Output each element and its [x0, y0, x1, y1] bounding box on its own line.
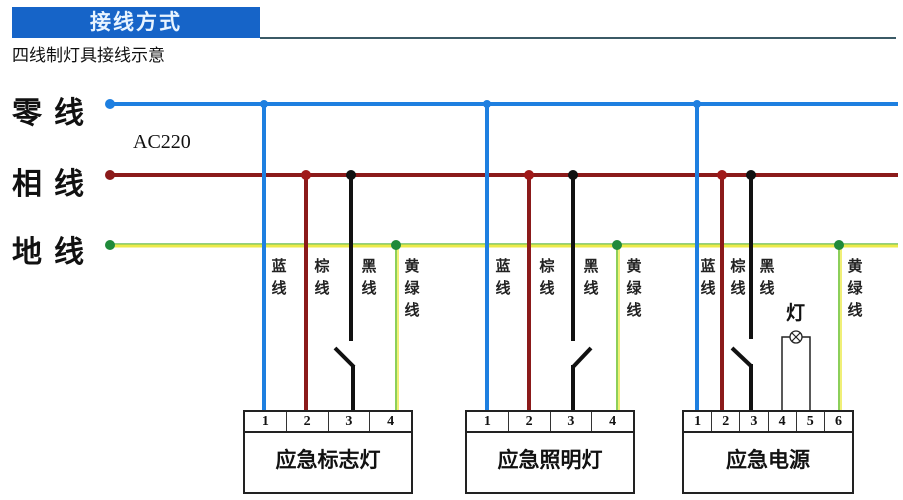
terminal-2: 2 [287, 412, 329, 431]
black-wire-label: 黑线 [361, 257, 377, 297]
blue-wire-label: 蓝线 [700, 257, 716, 297]
terminal-2: 2 [712, 412, 741, 431]
lamp-label: 灯 [786, 302, 806, 324]
device-emergency-sign-light: 1 2 3 4 应急标志灯 [243, 410, 413, 494]
black-wire-label: 黑线 [583, 257, 599, 297]
terminal-3: 3 [329, 412, 371, 431]
terminal-1: 1 [467, 412, 509, 431]
terminal-4: 4 [609, 414, 617, 429]
black-wire-label: 黑线 [759, 257, 775, 297]
yellow-green-wire-label: 黄绿线 [626, 257, 642, 319]
blue-wire-label: 蓝线 [271, 257, 287, 297]
yellow-green-wire-label: 黄绿线 [847, 257, 863, 319]
diagram-subtitle: 四线制灯具接线示意 [12, 46, 165, 66]
terminal-6: 6 [834, 414, 842, 429]
section-header: 接线方式 [12, 7, 260, 38]
neutral-rail-label: 零线 [12, 96, 96, 131]
supply-voltage-label: AC220 [133, 131, 191, 153]
terminal-strip: 1 2 3 4 [467, 412, 633, 433]
lamp-loop [781, 330, 811, 412]
brown-wire-label: 棕线 [730, 257, 746, 297]
terminal-3: 3 [551, 412, 593, 431]
header-rule [260, 37, 896, 39]
yellow-green-wire-label: 黄绿线 [404, 257, 420, 319]
device-name: 应急电源 [726, 448, 810, 472]
device-name: 应急标志灯 [275, 448, 381, 472]
lamp-icon [789, 330, 803, 344]
brown-wire-label: 棕线 [539, 257, 555, 297]
terminal-1: 1 [684, 412, 713, 431]
ground-rail [105, 240, 898, 250]
brown-wire-label: 棕线 [314, 257, 330, 297]
device-3-wiring [693, 100, 844, 412]
terminal-strip: 1 2 3 4 5 6 [684, 412, 852, 433]
device-name: 应急照明灯 [497, 448, 603, 472]
terminal-4: 4 [769, 412, 797, 431]
terminal-5: 5 [797, 412, 825, 431]
device-emergency-lighting: 1 2 3 4 应急照明灯 [465, 410, 635, 494]
terminal-4: 4 [387, 414, 395, 429]
terminal-2: 2 [509, 412, 551, 431]
ground-rail-label: 地线 [12, 235, 96, 270]
terminal-1: 1 [245, 412, 287, 431]
blue-wire-label: 蓝线 [495, 257, 511, 297]
neutral-rail [105, 99, 898, 109]
live-rail-label: 相线 [12, 167, 96, 202]
device-1-wiring [260, 100, 401, 412]
live-rail [105, 170, 898, 180]
device-emergency-power-supply: 1 2 3 4 5 6 应急电源 [682, 410, 854, 494]
terminal-3: 3 [740, 412, 769, 431]
device-2-wiring [483, 100, 622, 412]
terminal-strip: 1 2 3 4 [245, 412, 411, 433]
